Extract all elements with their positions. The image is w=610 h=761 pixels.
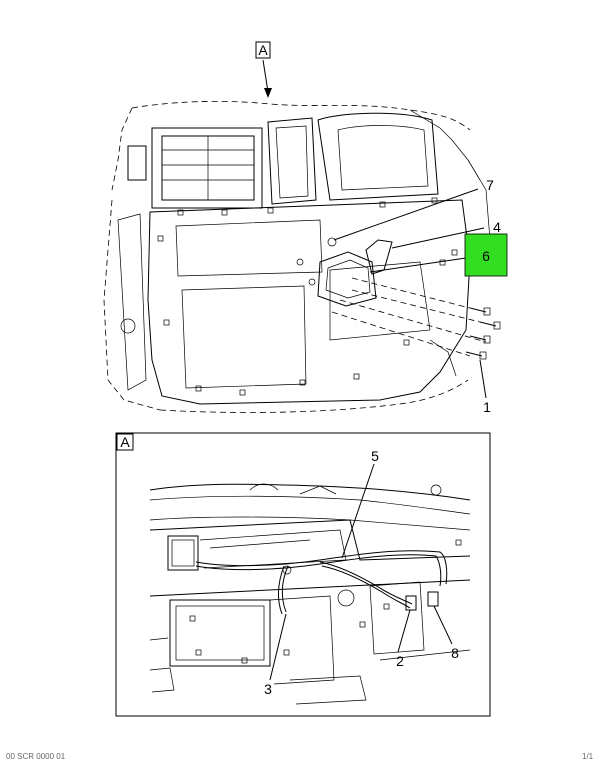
callout-7: 7 [486,177,494,193]
callout-4: 4 [493,219,501,235]
callout-8: 8 [451,645,459,661]
inset-label-box [116,433,134,451]
view-label-a: A [255,41,271,59]
inset-label-a: A [120,434,130,450]
bolt-2 [479,321,501,330]
bolt-4 [465,351,487,360]
view-label-a-text: A [258,42,268,58]
leader-7 [333,188,479,241]
connector-8 [427,591,439,607]
callout-5: 5 [371,448,379,464]
connector-2 [405,595,417,611]
leader-6 [369,257,467,273]
leader-3 [269,613,287,681]
leader-5 [341,463,375,559]
view-arrow [262,59,272,98]
detail-inset: A [115,432,491,717]
highlight-box [464,233,508,277]
callout-3: 3 [264,681,272,697]
leader-2 [397,609,411,653]
footer-code: 00 SCR 0000 01 [6,752,66,761]
callout-6: 6 [482,248,490,264]
leader-8 [433,605,453,645]
leader-4 [391,227,485,249]
dashboard-drawing [103,100,491,413]
callout-2: 2 [396,653,404,669]
callout-1: 1 [483,399,491,415]
bolt-1 [469,307,491,316]
inset-frame [115,432,491,717]
footer-page: 1/1 [582,752,594,761]
bolts [331,277,501,360]
bolt-3 [469,335,491,344]
leader-1 [479,359,487,399]
